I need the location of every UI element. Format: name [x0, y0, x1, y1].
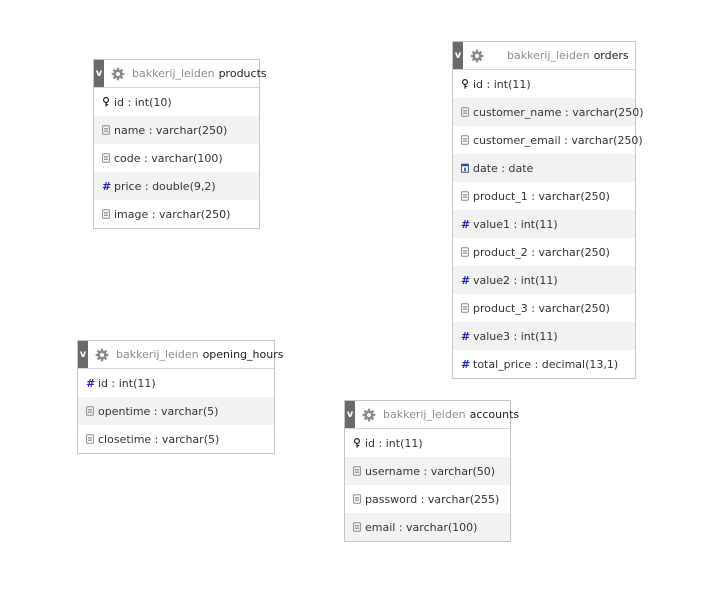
field-row[interactable]: name : varchar(250) — [94, 116, 259, 144]
field-label: password : varchar(255) — [365, 492, 500, 506]
table-name: products — [218, 67, 267, 80]
field-label: value2 : int(11) — [473, 273, 558, 287]
field-label: name : varchar(250) — [114, 123, 228, 137]
text-field-icon — [353, 522, 361, 532]
field-list: id : int(11) customer_name : varchar(250)… — [453, 70, 644, 378]
table-orders[interactable]: v bakkerij_leiden orders id : int(11) cus… — [452, 41, 644, 379]
field-row[interactable]: password : varchar(255) — [345, 485, 510, 513]
field-list: #id : int(11) opentime : varchar(5) closet… — [78, 369, 274, 453]
text-field-icon — [461, 303, 469, 313]
field-row[interactable]: #value2 : int(11) — [453, 266, 635, 294]
numeric-icon: # — [86, 376, 96, 390]
field-label: username : varchar(50) — [365, 464, 496, 478]
field-label: product_1 : varchar(250) — [473, 189, 610, 203]
table-products[interactable]: v bakkerij_leiden products id : int(10) n… — [93, 59, 267, 229]
field-row[interactable]: code : varchar(100) — [94, 144, 259, 172]
gear-icon[interactable] — [470, 49, 484, 63]
field-row[interactable]: customer_name : varchar(250) — [453, 98, 644, 126]
table-header[interactable]: v bakkerij_leiden products — [94, 60, 267, 88]
field-row[interactable]: date : date — [453, 154, 635, 182]
toggle-columns-button[interactable]: v — [453, 42, 463, 69]
toggle-columns-button[interactable]: v — [345, 401, 355, 428]
text-field-icon — [102, 209, 110, 219]
text-field-icon — [86, 406, 94, 416]
field-label: id : int(11) — [473, 77, 531, 91]
table-header[interactable]: v bakkerij_leiden opening_hours — [78, 341, 283, 369]
database-name: bakkerij_leiden — [132, 67, 215, 80]
toggle-columns-button[interactable]: v — [94, 60, 104, 87]
field-row[interactable]: #price : double(9,2) — [94, 172, 259, 200]
text-field-icon — [461, 135, 469, 145]
field-label: product_2 : varchar(250) — [473, 245, 610, 259]
table-name: accounts — [469, 408, 520, 421]
field-label: customer_email : varchar(250) — [473, 133, 643, 147]
field-row[interactable]: product_1 : varchar(250) — [453, 182, 635, 210]
field-row[interactable]: customer_email : varchar(250) — [453, 126, 643, 154]
database-name: bakkerij_leiden — [116, 348, 199, 361]
field-label: image : varchar(250) — [114, 207, 231, 221]
toggle-columns-button[interactable]: v — [78, 341, 88, 368]
table-header[interactable]: v bakkerij_leiden orders — [453, 42, 635, 70]
field-list: id : int(11) username : varchar(50) passwo… — [345, 429, 510, 541]
table-name: opening_hours — [202, 348, 284, 361]
text-field-icon — [461, 191, 469, 201]
field-list: id : int(10) name : varchar(250) code : va… — [94, 88, 259, 228]
field-label: opentime : varchar(5) — [98, 404, 219, 418]
numeric-icon: # — [461, 273, 471, 287]
field-row[interactable]: opentime : varchar(5) — [78, 397, 274, 425]
field-label: id : int(11) — [98, 376, 156, 390]
field-label: customer_name : varchar(250) — [473, 105, 644, 119]
field-row[interactable]: id : int(11) — [453, 70, 635, 98]
field-label: total_price : decimal(13,1) — [473, 357, 619, 371]
field-row[interactable]: product_3 : varchar(250) — [453, 294, 635, 322]
key-icon — [103, 97, 109, 107]
date-icon — [461, 163, 469, 173]
key-icon — [354, 438, 360, 448]
gear-icon[interactable] — [362, 408, 376, 422]
table-name: orders — [593, 49, 629, 62]
field-row[interactable]: id : int(11) — [345, 429, 510, 457]
field-row[interactable]: email : varchar(100) — [345, 513, 510, 541]
field-row[interactable]: username : varchar(50) — [345, 457, 510, 485]
text-field-icon — [102, 125, 110, 135]
field-row[interactable]: #value3 : int(11) — [453, 322, 635, 350]
text-field-icon — [353, 494, 361, 504]
table-opening-hours[interactable]: v bakkerij_leiden opening_hours #id : in… — [77, 340, 283, 454]
gear-icon[interactable] — [95, 348, 109, 362]
field-label: closetime : varchar(5) — [98, 432, 220, 446]
numeric-icon: # — [461, 329, 471, 343]
database-name: bakkerij_leiden — [507, 49, 590, 62]
numeric-icon: # — [102, 179, 112, 193]
field-row[interactable]: #total_price : decimal(13,1) — [453, 350, 635, 378]
field-row[interactable]: closetime : varchar(5) — [78, 425, 274, 453]
text-field-icon — [461, 247, 469, 257]
text-field-icon — [461, 107, 469, 117]
field-label: email : varchar(100) — [365, 520, 478, 534]
field-label: product_3 : varchar(250) — [473, 301, 610, 315]
field-row[interactable]: id : int(10) — [94, 88, 259, 116]
field-label: code : varchar(100) — [114, 151, 223, 165]
database-name: bakkerij_leiden — [383, 408, 466, 421]
field-label: id : int(11) — [365, 436, 423, 450]
table-header[interactable]: v bakkerij_leiden accounts — [345, 401, 519, 429]
table-accounts[interactable]: v bakkerij_leiden accounts id : int(11) u… — [344, 400, 519, 542]
field-row[interactable]: product_2 : varchar(250) — [453, 238, 635, 266]
key-icon — [462, 79, 468, 89]
field-label: value1 : int(11) — [473, 217, 558, 231]
field-row[interactable]: #id : int(11) — [78, 369, 274, 397]
gear-icon[interactable] — [111, 67, 125, 81]
numeric-icon: # — [461, 357, 471, 371]
numeric-icon: # — [461, 217, 471, 231]
text-field-icon — [353, 466, 361, 476]
field-label: id : int(10) — [114, 95, 172, 109]
field-row[interactable]: image : varchar(250) — [94, 200, 259, 228]
field-label: price : double(9,2) — [114, 179, 216, 193]
field-label: date : date — [473, 161, 534, 175]
text-field-icon — [86, 434, 94, 444]
field-label: value3 : int(11) — [473, 329, 558, 343]
text-field-icon — [102, 153, 110, 163]
field-row[interactable]: #value1 : int(11) — [453, 210, 635, 238]
